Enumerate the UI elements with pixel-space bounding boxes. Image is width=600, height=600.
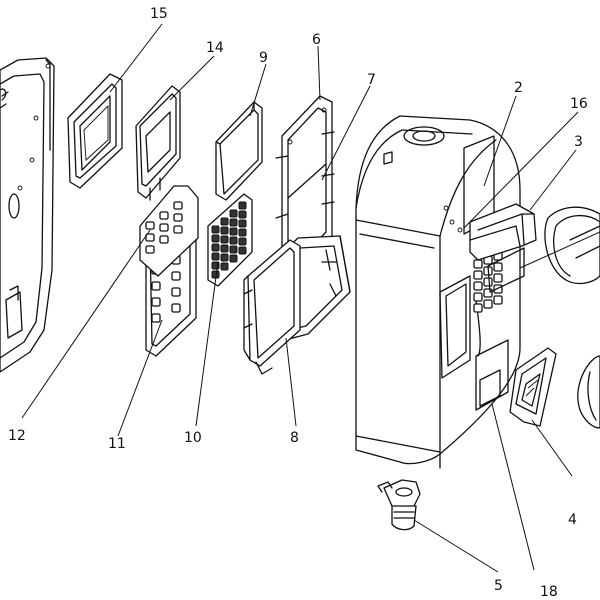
key-cell (145, 233, 155, 242)
key-cell (473, 259, 483, 269)
key-cell (229, 227, 238, 236)
key-cell (473, 292, 483, 302)
key-cell (211, 243, 220, 252)
key-cell (483, 277, 493, 287)
part-14-display (135, 85, 181, 201)
key-cell (211, 225, 220, 234)
key-cell (493, 273, 503, 283)
key-cell (229, 254, 238, 263)
key-cell (145, 245, 155, 254)
key-cell (229, 236, 238, 245)
part-12-key-sheet (139, 185, 199, 277)
label-11: 11 (108, 436, 126, 452)
label-2: 2 (514, 80, 523, 96)
key-cell (220, 244, 229, 253)
key-cell (238, 210, 247, 219)
key-cell (229, 218, 238, 227)
key-cell (220, 262, 229, 271)
key-cell (220, 226, 229, 235)
key-cell (159, 235, 169, 244)
label-15: 15 (150, 6, 168, 22)
label-16: 16 (570, 96, 588, 112)
part-15-frame (67, 73, 123, 189)
label-8: 8 (290, 430, 299, 446)
key-cell (473, 270, 483, 280)
key-cell (173, 213, 183, 222)
label-10: 10 (184, 430, 202, 446)
key-cell (159, 223, 169, 232)
key-cell (229, 209, 238, 218)
label-12: 12 (8, 428, 26, 444)
key-cell (171, 303, 181, 313)
key-cell (483, 299, 493, 309)
key-cell (171, 271, 181, 281)
part-5-connector (377, 479, 421, 531)
key-cell (171, 287, 181, 297)
part-12-back-cover (0, 57, 55, 373)
key-cell (238, 237, 247, 246)
key-cell (220, 217, 229, 226)
key-cell (483, 288, 493, 298)
label-7: 7 (367, 72, 376, 88)
key-cell (473, 303, 483, 313)
part-labels: 15 14 9 6 7 2 16 3 12 11 10 8 4 5 18 (8, 6, 588, 600)
part-3-handle (469, 203, 537, 293)
part-10-keypad-membrane (207, 193, 253, 287)
key-cell (173, 201, 183, 210)
part-9-panel (215, 101, 263, 201)
key-cell (211, 234, 220, 243)
part-right-cap (577, 355, 600, 429)
key-cell (493, 295, 503, 305)
key-cell (238, 246, 247, 255)
part-4-plate (509, 347, 557, 427)
part-16-lens (544, 206, 600, 285)
key-cell (473, 281, 483, 291)
key-cell (493, 262, 503, 272)
key-cell (238, 219, 247, 228)
label-14: 14 (206, 40, 224, 56)
label-9: 9 (259, 50, 268, 66)
label-6: 6 (312, 32, 321, 48)
key-cell (159, 211, 169, 220)
label-4: 4 (568, 512, 577, 528)
key-cell (151, 313, 161, 323)
key-cell (229, 245, 238, 254)
key-cell (220, 235, 229, 244)
leader-lines (21, 23, 600, 573)
label-3: 3 (574, 134, 583, 150)
label-5: 5 (494, 578, 503, 594)
key-cell (211, 252, 220, 261)
key-cell (238, 201, 247, 210)
key-cell (145, 221, 155, 230)
key-cell (151, 297, 161, 307)
key-cell (238, 228, 247, 237)
part-8-board (243, 239, 301, 375)
key-cell (151, 281, 161, 291)
part-2-main-housing (355, 115, 521, 469)
key-cell (220, 253, 229, 262)
label-18: 18 (540, 584, 558, 600)
key-cell (173, 225, 183, 234)
